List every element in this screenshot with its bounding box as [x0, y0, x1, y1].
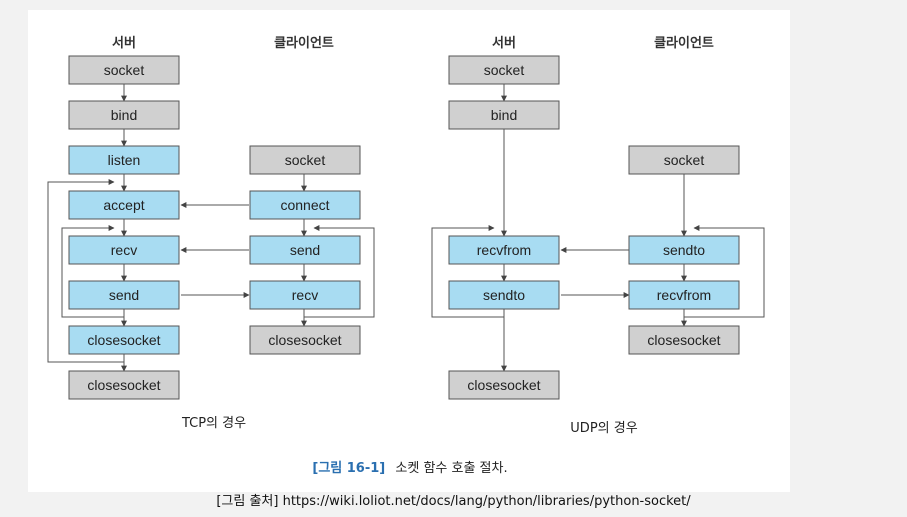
- figure-caption-text: 소켓 함수 호출 절차.: [395, 461, 507, 476]
- svg-text:closesocket: closesocket: [87, 332, 160, 348]
- svg-text:sendto: sendto: [483, 287, 525, 303]
- svg-text:socket: socket: [484, 62, 525, 78]
- tcp-server-closesocket-final-box: closesocket: [68, 370, 180, 400]
- tcp-client-closesocket-box: closesocket: [249, 325, 361, 355]
- image-source-credit: [그림 출처] https://wiki.loliot.net/docs/lan…: [216, 494, 691, 509]
- svg-text:send: send: [290, 242, 320, 258]
- udp-server-recvfrom-box: recvfrom: [448, 235, 560, 265]
- tcp-server-send-box: send: [68, 280, 180, 310]
- svg-text:bind: bind: [111, 107, 137, 123]
- socket-flow-diagram: 서버 클라이언트 socket bind listen accept recv …: [47, 35, 765, 476]
- svg-text:recvfrom: recvfrom: [477, 242, 531, 258]
- udp-client-recvfrom-box: recvfrom: [628, 280, 740, 310]
- udp-server-bind-box: bind: [448, 100, 560, 130]
- svg-text:closesocket: closesocket: [87, 377, 160, 393]
- svg-text:socket: socket: [285, 152, 326, 168]
- udp-server-socket-box: socket: [448, 55, 560, 85]
- udp-client-header: 클라이언트: [654, 35, 714, 51]
- udp-edges: [431, 84, 765, 372]
- tcp-client-header: 클라이언트: [274, 35, 334, 51]
- svg-text:socket: socket: [664, 152, 705, 168]
- udp-server-header: 서버: [492, 35, 516, 51]
- tcp-server-recv-box: recv: [68, 235, 180, 265]
- figure-caption-label: [그림 16-1]: [312, 461, 385, 476]
- svg-text:sendto: sendto: [663, 242, 705, 258]
- tcp-subtitle: TCP의 경우: [181, 416, 246, 431]
- svg-text:socket: socket: [104, 62, 145, 78]
- svg-text:recv: recv: [292, 287, 318, 303]
- tcp-server-socket-box: socket: [68, 55, 180, 85]
- tcp-server-accept-box: accept: [68, 190, 180, 220]
- svg-text:bind: bind: [491, 107, 517, 123]
- tcp-server-header: 서버: [112, 35, 136, 51]
- tcp-server-bind-box: bind: [68, 100, 180, 130]
- tcp-server-closesocket-box: closesocket: [68, 325, 180, 355]
- svg-text:closesocket: closesocket: [467, 377, 540, 393]
- svg-text:recvfrom: recvfrom: [657, 287, 711, 303]
- tcp-client-connect-box: connect: [249, 190, 361, 220]
- tcp-client-recv-box: recv: [249, 280, 361, 310]
- svg-text:recv: recv: [111, 242, 137, 258]
- udp-server-closesocket-box: closesocket: [448, 370, 560, 400]
- svg-text:connect: connect: [280, 197, 329, 213]
- svg-text:closesocket: closesocket: [268, 332, 341, 348]
- tcp-server-listen-box: listen: [68, 145, 180, 175]
- svg-text:listen: listen: [108, 152, 141, 168]
- udp-server-sendto-box: sendto: [448, 280, 560, 310]
- udp-client-sendto-box: sendto: [628, 235, 740, 265]
- svg-text:accept: accept: [103, 197, 144, 213]
- tcp-client-send-box: send: [249, 235, 361, 265]
- socket-figure: 서버 클라이언트 socket bind listen accept recv …: [28, 10, 790, 492]
- tcp-client-socket-box: socket: [249, 145, 361, 175]
- svg-text:closesocket: closesocket: [647, 332, 720, 348]
- svg-text:send: send: [109, 287, 139, 303]
- udp-subtitle: UDP의 경우: [570, 421, 637, 436]
- udp-client-closesocket-box: closesocket: [628, 325, 740, 355]
- figure-caption: [그림 16-1] 소켓 함수 호출 절차.: [312, 461, 507, 476]
- tcp-edges: [47, 84, 375, 372]
- udp-client-socket-box: socket: [628, 145, 740, 175]
